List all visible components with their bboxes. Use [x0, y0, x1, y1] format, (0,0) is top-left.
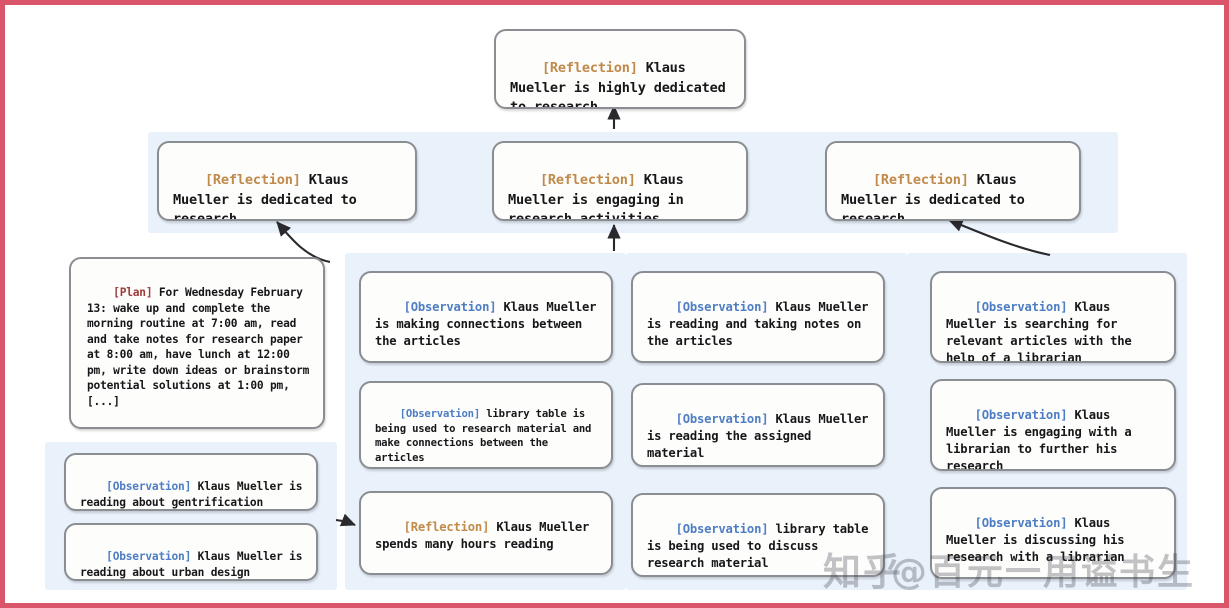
tag-observation: [Observation]	[106, 480, 192, 494]
node-obs-col3-1[interactable]: [Observation] Klaus Mueller is reading a…	[631, 271, 885, 363]
node-obs-col4-3[interactable]: [Observation] Klaus Mueller is discussin…	[930, 487, 1176, 579]
tag-plan: [Plan]	[113, 286, 153, 300]
node-obs-col2-2[interactable]: [Observation] library table is being use…	[359, 381, 613, 469]
node-text: For Wednesday February 13: wake up and c…	[87, 286, 316, 408]
tag-observation: [Observation]	[974, 408, 1068, 423]
tag-observation: [Observation]	[675, 412, 769, 427]
node-text: Klaus Mueller is making connections betw…	[375, 300, 604, 349]
node-obs-left-1[interactable]: [Observation] Klaus Mueller is reading a…	[64, 453, 318, 511]
node-text: Klaus Mueller is highly dedicated to res…	[510, 60, 734, 109]
node-obs-col3-2[interactable]: [Observation] Klaus Mueller is reading t…	[631, 383, 885, 467]
node-obs-col3-3[interactable]: [Observation] library table is being use…	[631, 493, 885, 577]
node-mid-reflection-center[interactable]: [Reflection] Klaus Mueller is engaging i…	[492, 141, 748, 221]
node-text: library table is being used to research …	[375, 407, 598, 465]
node-obs-col2-1[interactable]: [Observation] Klaus Mueller is making co…	[359, 271, 613, 363]
tag-observation: [Observation]	[974, 516, 1068, 531]
tag-reflection: [Reflection]	[541, 60, 638, 77]
tag-observation: [Observation]	[106, 550, 192, 564]
tag-reflection: [Reflection]	[403, 520, 490, 535]
node-obs-col2-3[interactable]: [Reflection] Klaus Mueller spends many h…	[359, 491, 613, 575]
node-text: library table is being used to discuss r…	[647, 522, 876, 571]
node-obs-left-2[interactable]: [Observation] Klaus Mueller is reading a…	[64, 523, 318, 581]
node-text: Klaus Mueller is engaging with a librari…	[946, 408, 1139, 471]
tag-observation: [Observation]	[675, 522, 769, 537]
tag-observation: [Observation]	[403, 300, 497, 315]
node-text: Klaus Mueller is reading about urban des…	[80, 550, 309, 579]
node-mid-reflection-right[interactable]: [Reflection] Klaus Mueller is dedicated …	[825, 141, 1081, 221]
tag-reflection: [Reflection]	[872, 172, 969, 189]
tag-reflection: [Reflection]	[204, 172, 301, 189]
node-plan[interactable]: [Plan] For Wednesday February 13: wake u…	[69, 257, 325, 429]
node-text: Klaus Mueller is dedicated to research	[841, 172, 1033, 221]
watermark-logo: 知乎	[823, 550, 904, 594]
node-root-reflection[interactable]: [Reflection] Klaus Mueller is highly ded…	[494, 29, 746, 109]
tag-observation: [Observation]	[399, 407, 481, 420]
node-text: Klaus Mueller is searching for relevant …	[946, 300, 1139, 363]
node-text: Klaus Mueller is reading about gentrific…	[80, 480, 309, 509]
node-text: Klaus Mueller is reading and taking note…	[647, 300, 876, 349]
tag-observation: [Observation]	[974, 300, 1068, 315]
tag-reflection: [Reflection]	[539, 172, 636, 189]
node-text: Klaus Mueller spends many hours reading	[375, 520, 597, 552]
node-text: Klaus Mueller is dedicated to research	[173, 172, 365, 221]
tag-observation: [Observation]	[675, 300, 769, 315]
node-text: Klaus Mueller is engaging in research ac…	[508, 172, 692, 221]
node-mid-reflection-left[interactable]: [Reflection] Klaus Mueller is dedicated …	[157, 141, 417, 221]
watermark-handle: @百元一用谥书生	[891, 552, 1196, 593]
node-text: Klaus Mueller is discussing his research…	[946, 516, 1132, 565]
node-obs-col4-2[interactable]: [Observation] Klaus Mueller is engaging …	[930, 379, 1176, 471]
node-obs-col4-1[interactable]: [Observation] Klaus Mueller is searching…	[930, 271, 1176, 363]
node-text: Klaus Mueller is reading the assigned ma…	[647, 412, 876, 461]
